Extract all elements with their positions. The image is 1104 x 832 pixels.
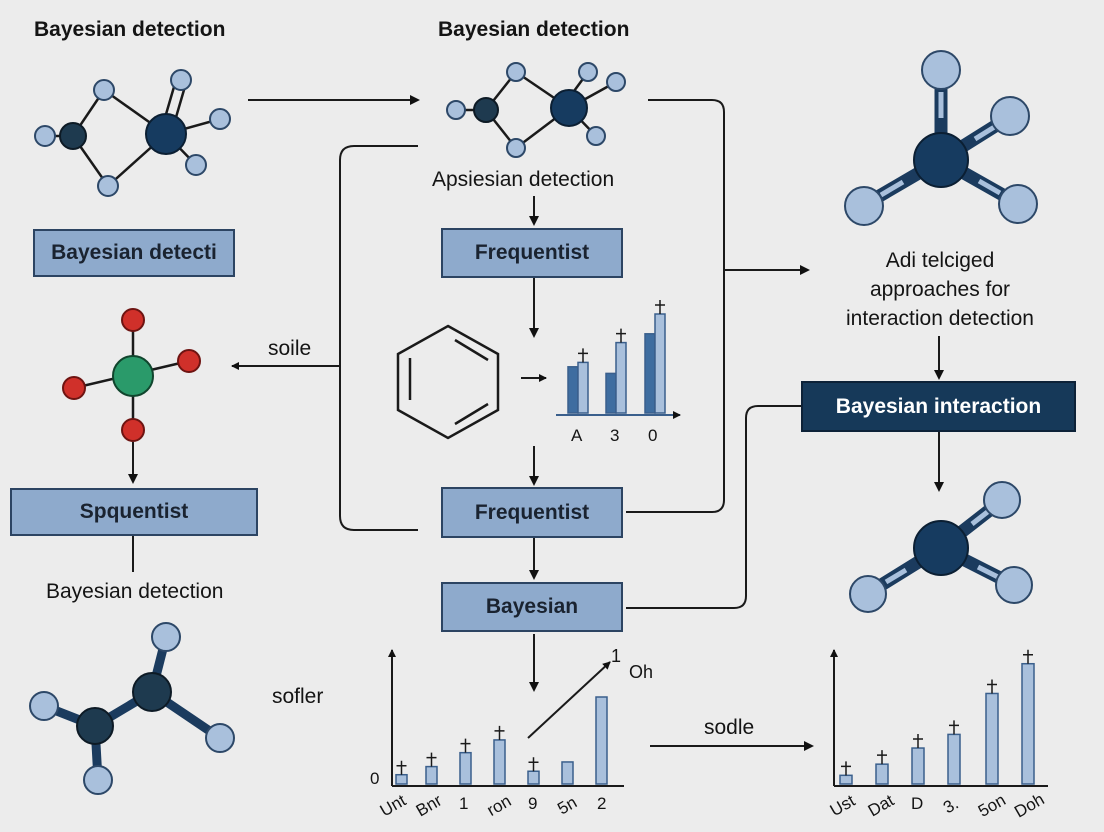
chart1-tick-1: 3 <box>610 426 620 445</box>
chart3-bar-2 <box>911 747 925 785</box>
chart1-bar-a-2 <box>644 333 656 414</box>
chart1-tick-0: A <box>571 426 583 445</box>
chart2-tick-4: 9 <box>528 794 538 813</box>
chart3-bar-1-error-bar <box>877 750 887 765</box>
chart3-bar-4 <box>985 692 999 785</box>
chart1-bar-b-2-error-bar <box>655 300 665 314</box>
bayesian-interaction-box[interactable]: Bayesian interaction <box>801 381 1076 432</box>
top-left-title: Bayesian detection <box>34 18 226 41</box>
benzene-ring <box>396 324 500 440</box>
chart2-bar-1-error-bar <box>426 752 437 767</box>
chart1-bar-b-1-error-bar <box>616 328 626 343</box>
bayesian-box-label: Bayesian <box>485 595 579 618</box>
frequentist-box-middle[interactable]: Frequentist <box>441 487 623 538</box>
connector-lines <box>128 95 944 751</box>
left-detection-box[interactable]: Bayesian detecti <box>33 229 235 277</box>
right-description-line-1: Adi telciged <box>885 249 995 272</box>
chart3-bar-1 <box>875 763 889 785</box>
chart-annotation-2: Oh <box>629 662 654 682</box>
right-description-line-2: approaches for <box>869 278 1011 301</box>
chart2-bar-2-error-bar <box>460 738 471 753</box>
connector-left-bracket <box>339 145 418 531</box>
chart2-bar-3-error-bar <box>494 725 505 740</box>
chart-bottom-right-bars <box>839 649 1035 785</box>
spquentist-box-label: Spquentist <box>79 500 189 523</box>
chart2-bar-0-error-bar <box>396 760 407 775</box>
chart3-bar-0 <box>839 774 853 785</box>
frequentist-box-top[interactable]: Frequentist <box>441 228 623 278</box>
chart2-bar-0 <box>395 773 408 785</box>
chart3-bar-0-error-bar <box>841 761 851 776</box>
chart2-y-tick-0: 0 <box>370 769 380 788</box>
bayesian-box[interactable]: Bayesian <box>441 582 623 632</box>
sofler-label: sofler <box>272 685 324 708</box>
chart1-bar-b-0 <box>577 361 589 414</box>
spquentist-box[interactable]: Spquentist <box>10 488 258 536</box>
molecule-right-bottom <box>849 481 1033 613</box>
chart3-bar-3-error-bar <box>949 720 959 735</box>
center-subtitle: Apsiesian detection <box>432 168 615 191</box>
chart1-bar-a-0 <box>567 366 579 414</box>
chart-axes <box>388 411 1048 787</box>
chart-mini-bars <box>567 300 666 414</box>
soile-label: soile <box>268 337 312 360</box>
chart3-bar-5 <box>1021 662 1035 785</box>
arrow-chart-annotation <box>527 661 611 739</box>
connector-bayesian-to-right-box <box>626 405 802 609</box>
chart2-bar-4-error-bar <box>528 757 539 772</box>
chart3-tick-2: D <box>911 794 924 813</box>
chart2-tick-2: 1 <box>459 794 469 813</box>
chart3-bar-5-error-bar <box>1023 649 1033 664</box>
left-bottom-title: Bayesian detection <box>46 580 224 603</box>
right-description-line-3: interaction detection <box>846 307 1034 330</box>
sodle-label: sodle <box>704 716 755 739</box>
frequentist-box-middle-label: Frequentist <box>474 500 590 524</box>
chart2-tick-6: 2 <box>597 794 607 813</box>
chart1-bar-b-2 <box>654 313 666 414</box>
chart2-bar-5 <box>561 761 574 785</box>
chart2-bar-1 <box>425 765 438 785</box>
chart3-bar-2-error-bar <box>913 734 923 749</box>
chart2-bar-6 <box>595 696 608 785</box>
chart-annotation: 1 <box>611 646 622 666</box>
chart1-bar-a-1 <box>605 372 617 414</box>
chart2-bar-4 <box>527 770 540 785</box>
top-center-title: Bayesian detection <box>438 18 630 41</box>
chart1-tick-2: 0 <box>648 426 658 445</box>
right-description: Adi telciged approaches for interaction … <box>818 246 1062 333</box>
molecule-left-tetrahedral <box>62 308 201 442</box>
chart-bottom-center-bars <box>395 696 608 785</box>
frequentist-box-top-label: Frequentist <box>474 241 590 264</box>
connector-center-right <box>626 99 725 513</box>
chart3-bar-3 <box>947 733 961 785</box>
chart2-bar-3 <box>493 739 506 785</box>
chart2-bar-2 <box>459 751 472 785</box>
molecule-top-center <box>446 62 626 158</box>
chart3-bar-4-error-bar <box>987 679 997 694</box>
bayesian-interaction-box-label: Bayesian interaction <box>835 394 1042 418</box>
chart1-bar-b-0-error-bar <box>578 348 588 363</box>
chart1-bar-b-1 <box>615 341 627 414</box>
molecule-top-left <box>34 69 231 197</box>
left-detection-box-label: Bayesian detecti <box>51 241 217 264</box>
molecule-bottom-left <box>29 622 235 795</box>
molecule-top-right <box>844 50 1038 226</box>
